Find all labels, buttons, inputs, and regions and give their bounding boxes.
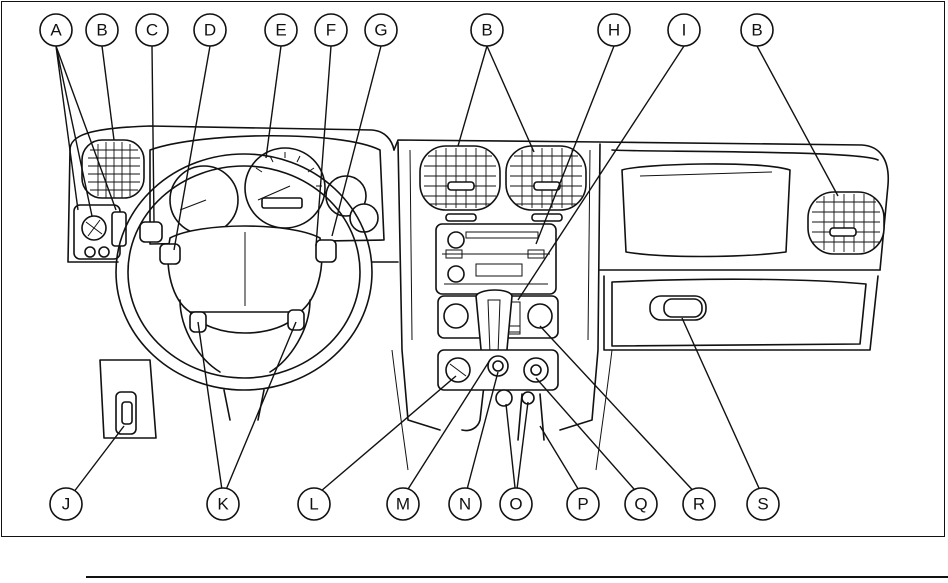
svg-text:B: B [751,21,762,40]
svg-text:I: I [682,21,687,40]
radio-unit [436,224,556,294]
svg-text:S: S [757,495,768,514]
callout-e: E [265,14,297,46]
svg-text:B: B [481,21,492,40]
callout-r: R [683,488,715,520]
callout-b-center: B [471,14,503,46]
svg-text:H: H [608,21,620,40]
callout-j: J [50,488,82,520]
svg-text:E: E [275,21,286,40]
svg-text:G: G [374,21,387,40]
callout-c: C [136,14,168,46]
svg-text:P: P [577,495,588,514]
callout-g: G [365,14,397,46]
svg-text:N: N [459,495,471,514]
callout-d: D [194,14,226,46]
vent-left [82,140,144,198]
svg-text:D: D [204,21,216,40]
vent-center-left [420,146,500,221]
svg-text:O: O [509,495,522,514]
callout-l: L [298,488,330,520]
svg-text:R: R [693,495,705,514]
callouts: A B C D E F G B H I B J K L M N O P Q R … [40,14,779,520]
callout-m: M [387,488,419,520]
callout-q: Q [625,488,657,520]
callout-b-right: B [741,14,773,46]
dashboard-illustration [68,126,888,470]
svg-text:A: A [50,21,62,40]
vent-center-right [506,146,586,221]
svg-text:M: M [396,495,410,514]
callout-n: N [449,488,481,520]
callout-p: P [567,488,599,520]
callout-k: K [207,488,239,520]
hood-release [100,360,156,438]
svg-text:F: F [326,21,336,40]
callout-b-left: B [86,14,118,46]
svg-text:J: J [62,495,71,514]
vent-right [808,192,884,254]
svg-text:Q: Q [634,495,647,514]
callout-i: I [668,14,700,46]
callout-h: H [598,14,630,46]
callout-a: A [40,14,72,46]
svg-text:L: L [309,495,318,514]
svg-text:C: C [146,21,158,40]
callout-o: O [500,488,532,520]
svg-text:B: B [96,21,107,40]
callout-s: S [747,488,779,520]
callout-f: F [315,14,347,46]
svg-text:K: K [217,495,229,514]
